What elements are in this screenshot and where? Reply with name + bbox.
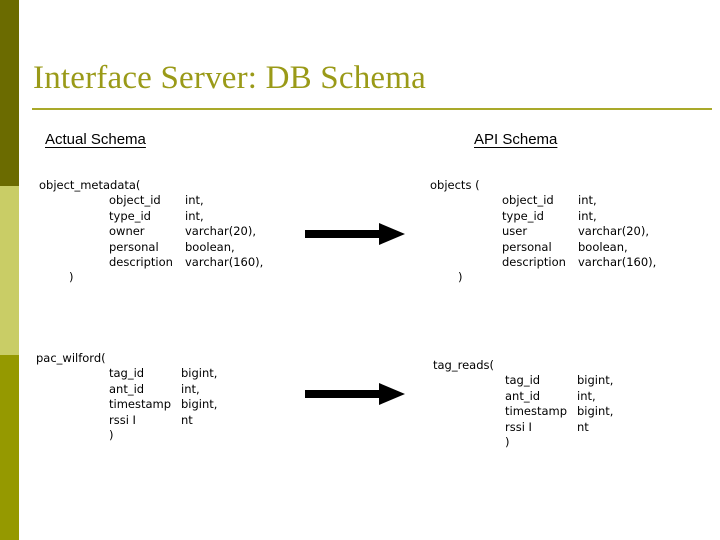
field-name: timestamp <box>109 397 172 412</box>
field-row: object_id int, <box>502 193 656 208</box>
field-type: varchar(20), <box>185 224 256 239</box>
title-underline-rule <box>32 108 712 110</box>
schema-block-tag-reads: tag_reads( tag_id bigint, ant_id int, time… <box>433 358 613 450</box>
field-type: bigint, <box>181 366 218 381</box>
field-name: ant_id <box>505 388 541 403</box>
field-row: ant_id int, <box>505 389 613 404</box>
sidebar-band-top <box>0 0 19 186</box>
field-name: user <box>502 224 528 239</box>
field-row: owner varchar(20), <box>109 224 263 239</box>
field-name: timestamp <box>505 404 568 419</box>
table-open-objects: objects ( <box>430 178 480 192</box>
sidebar-band-bottom <box>0 355 19 540</box>
field-name: tag_id <box>505 373 541 388</box>
field-type: varchar(160), <box>578 255 657 270</box>
field-row: type_id int, <box>109 209 263 224</box>
field-row: ant_id int, <box>109 382 217 397</box>
field-name: type_id <box>109 208 151 223</box>
field-name: rssi I <box>109 412 136 427</box>
field-row: personal boolean, <box>502 240 656 255</box>
field-row: description varchar(160), <box>109 255 263 270</box>
field-type: boolean, <box>185 239 235 254</box>
heading-actual-schema: Actual Schema <box>45 131 146 148</box>
schema-block-object-metadata: object_metadata( object_id int, type_id in… <box>39 178 263 286</box>
field-name: personal <box>502 239 552 254</box>
schema-block-objects: objects ( object_id int, type_id int, user… <box>430 178 656 286</box>
table-close-objects: ) <box>458 270 463 285</box>
field-row: rssi I nt <box>505 420 613 435</box>
mapping-arrow-objects <box>305 222 405 251</box>
field-row: description varchar(160), <box>502 255 656 270</box>
field-type: int, <box>578 193 597 208</box>
field-name: type_id <box>502 208 544 223</box>
field-list-tag-reads: tag_id bigint, ant_id int, timestamp bigint… <box>505 373 613 435</box>
table-close-object-metadata: ) <box>69 270 74 285</box>
field-type: boolean, <box>578 239 628 254</box>
slide-title: Interface Server: DB Schema <box>33 60 426 96</box>
field-type: bigint, <box>577 404 614 419</box>
field-name: description <box>502 255 566 270</box>
field-type: int, <box>577 388 596 403</box>
field-type: bigint, <box>577 373 614 388</box>
field-row: timestamp bigint, <box>505 404 613 419</box>
field-type: varchar(160), <box>185 255 264 270</box>
field-type: int, <box>578 208 597 223</box>
field-name: object_id <box>109 193 161 208</box>
field-name: description <box>109 255 173 270</box>
table-close-tag-reads: ) <box>505 435 510 450</box>
field-row: personal boolean, <box>109 240 263 255</box>
field-type: int, <box>181 381 200 396</box>
field-name: personal <box>109 239 159 254</box>
field-type: varchar(20), <box>578 224 649 239</box>
field-list-objects: object_id int, type_id int, user varchar(20… <box>502 193 656 270</box>
field-name: rssi I <box>505 419 532 434</box>
field-type: bigint, <box>181 397 218 412</box>
field-row: rssi I nt <box>109 413 217 428</box>
field-type: int, <box>185 208 204 223</box>
field-type: nt <box>577 419 589 434</box>
field-name: owner <box>109 224 145 239</box>
table-open-pac-wilford: pac_wilford( <box>36 351 106 365</box>
sidebar-band-middle <box>0 186 19 355</box>
schema-block-pac-wilford: pac_wilford( tag_id bigint, ant_id int, ti… <box>36 351 217 443</box>
field-type: nt <box>181 412 193 427</box>
field-name: tag_id <box>109 366 145 381</box>
field-row: user varchar(20), <box>502 224 656 239</box>
field-list-pac-wilford: tag_id bigint, ant_id int, timestamp bigint… <box>109 366 217 428</box>
field-name: ant_id <box>109 381 145 396</box>
table-close-pac-wilford: ) <box>109 428 114 443</box>
heading-api-schema: API Schema <box>474 131 558 148</box>
field-row: tag_id bigint, <box>505 373 613 388</box>
table-open-object-metadata: object_metadata( <box>39 178 141 192</box>
field-row: tag_id bigint, <box>109 366 217 381</box>
mapping-arrow-tagreads <box>305 382 405 411</box>
table-open-tag-reads: tag_reads( <box>433 358 494 372</box>
field-list-object-metadata: object_id int, type_id int, owner varchar(2… <box>109 193 263 270</box>
field-name: object_id <box>502 193 554 208</box>
sidebar-decoration <box>0 0 19 540</box>
field-row: object_id int, <box>109 193 263 208</box>
field-row: type_id int, <box>502 209 656 224</box>
field-type: int, <box>185 193 204 208</box>
field-row: timestamp bigint, <box>109 397 217 412</box>
